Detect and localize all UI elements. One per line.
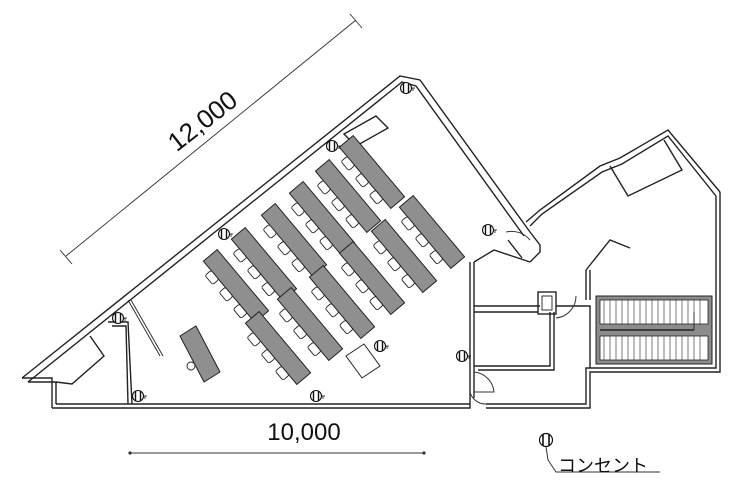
chair	[205, 270, 219, 285]
desk-group	[314, 158, 382, 234]
left-partition	[55, 299, 164, 405]
chair	[291, 202, 305, 217]
chair	[387, 257, 401, 272]
core-area	[469, 230, 631, 405]
chair	[341, 262, 355, 277]
desk-layout	[202, 134, 466, 386]
outlet-icon	[455, 349, 471, 363]
chair	[355, 279, 369, 294]
chair	[415, 233, 429, 248]
outer-walls	[21, 75, 721, 409]
chair	[311, 286, 325, 301]
chair	[345, 214, 359, 229]
desk-group	[202, 248, 270, 324]
chair	[355, 173, 369, 188]
dimension-label-diagonal: 12,000	[162, 85, 243, 158]
legend-outlet-icon	[538, 432, 554, 448]
chair	[369, 296, 383, 311]
chair	[369, 190, 383, 205]
desk-group	[338, 240, 406, 316]
chair	[247, 332, 261, 347]
chair	[373, 240, 387, 255]
desk-group	[244, 310, 312, 386]
outlet-icon	[309, 389, 325, 403]
chair	[331, 197, 345, 212]
chair	[401, 216, 415, 231]
chair	[233, 304, 247, 319]
chair	[277, 241, 291, 256]
chair	[275, 366, 289, 381]
chair	[307, 342, 321, 357]
chair	[429, 250, 443, 265]
chair	[247, 265, 261, 280]
desk-group	[276, 286, 344, 362]
chair	[293, 325, 307, 340]
dimension-label-bottom: 10,000	[267, 419, 340, 446]
dimension-bottom-line	[128, 451, 426, 455]
legend-label: コンセント	[558, 456, 648, 476]
desk-group	[338, 134, 406, 210]
chair	[339, 320, 353, 335]
chair	[317, 180, 331, 195]
chair	[261, 349, 275, 364]
chair	[319, 236, 333, 251]
chair	[325, 303, 339, 318]
dimension-diagonal-line	[59, 13, 363, 265]
desk-group	[308, 264, 376, 340]
chair	[263, 224, 277, 239]
chair	[219, 287, 233, 302]
chair	[233, 248, 247, 263]
desk-group	[398, 194, 466, 270]
staircase	[595, 295, 713, 365]
desk-group	[370, 218, 438, 294]
chair	[305, 219, 319, 234]
chair	[291, 258, 305, 273]
outlet-icon	[131, 389, 147, 403]
chair	[401, 274, 415, 289]
desk-group	[288, 180, 356, 256]
outlet-icon	[373, 339, 389, 353]
outlet-icon	[325, 139, 341, 153]
chair	[341, 156, 355, 171]
chair	[261, 282, 275, 297]
small-tables	[179, 325, 381, 383]
desk-group	[260, 202, 328, 278]
legend: コンセント	[538, 432, 660, 476]
outlet-icon	[217, 227, 233, 241]
outlet-icon	[481, 223, 497, 237]
outlet-icon	[399, 81, 415, 95]
outlet-icon	[111, 311, 127, 325]
outlets-layer	[111, 81, 497, 403]
chair	[279, 308, 293, 323]
